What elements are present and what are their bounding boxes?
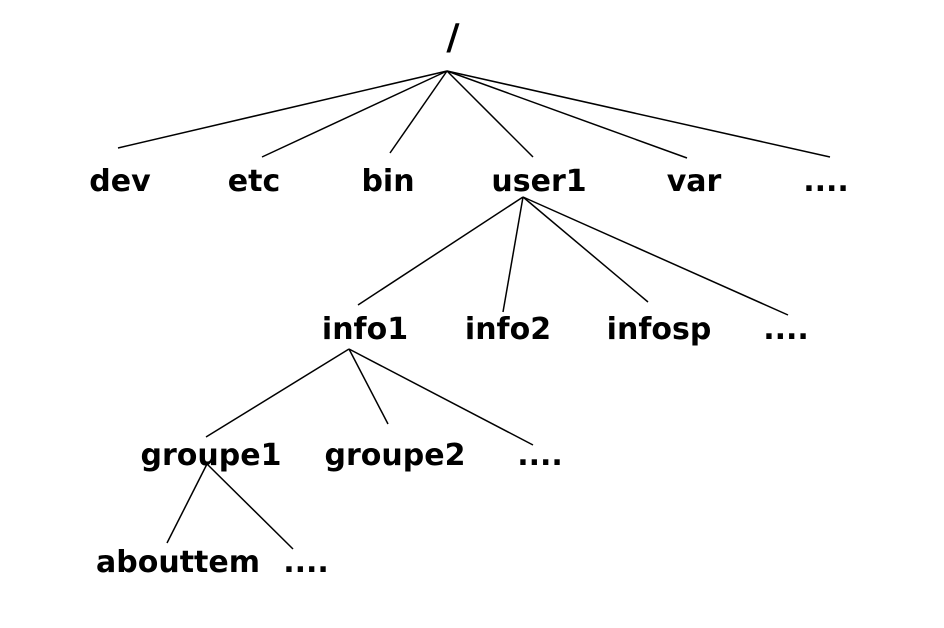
tree-node-root: / (446, 17, 460, 58)
tree-node-infosp: infosp (606, 312, 712, 347)
tree-node-etc: etc (227, 164, 281, 199)
tree-edge-root-to-var (446, 70, 688, 159)
tree-node-info1: info1 (321, 312, 409, 347)
tree-node-dots-2: .... (763, 312, 809, 347)
tree-edge-root-to-bin (389, 70, 448, 154)
tree-edge-user1-to-info1 (357, 196, 524, 306)
tree-node-abouttem: abouttem (96, 545, 260, 580)
tree-edge-info1-to-groupe1 (205, 348, 350, 438)
tree-edge-groupe1-to-dots-4 (206, 463, 294, 550)
tree-node-user1: user1 (491, 164, 587, 199)
tree-edge-root-to-dev (117, 70, 448, 149)
tree-node-groupe1: groupe1 (140, 438, 282, 473)
tree-node-var: var (666, 164, 722, 199)
tree-edge-root-to-user1 (446, 70, 534, 158)
tree-edge-groupe1-to-abouttem (166, 463, 208, 544)
tree-node-dots-1: .... (803, 164, 849, 199)
tree-node-info2: info2 (464, 312, 552, 347)
tree-edge-root-to-dots-1 (446, 70, 831, 158)
tree-edge-info1-to-dots-3 (348, 348, 534, 446)
tree-edge-info1-to-groupe2 (348, 348, 389, 425)
tree-node-dev: dev (89, 164, 151, 199)
tree-node-dots-4: .... (283, 545, 329, 580)
tree-edge-user1-to-infosp (522, 196, 649, 303)
tree-node-bin: bin (361, 164, 415, 199)
tree-node-groupe2: groupe2 (324, 438, 466, 473)
tree-edge-root-to-etc (261, 70, 448, 158)
tree-edge-user1-to-info2 (502, 196, 524, 313)
tree-edge-user1-to-dots-2 (522, 196, 789, 316)
tree-node-dots-3: .... (517, 438, 563, 473)
